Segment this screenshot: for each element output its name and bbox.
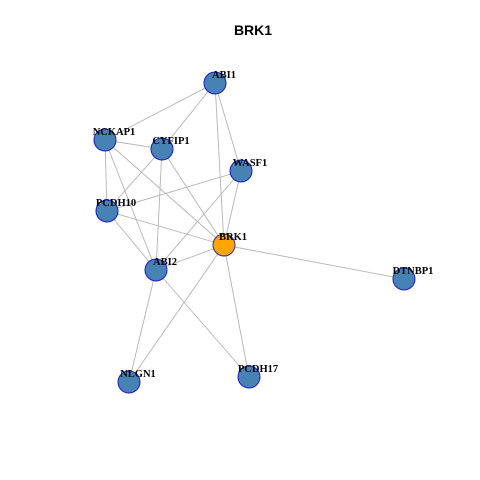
edge-cyfip1-pcdh10 [106, 148, 163, 212]
edge-brk1-pcdh17 [223, 244, 250, 378]
edge-nckap1-brk1 [104, 139, 225, 246]
edge-abi1-nckap1 [104, 82, 216, 141]
node-circle-nlgn1 [117, 370, 141, 394]
node-label-pcdh17: PCDH17 [238, 364, 278, 375]
node-pcdh17: PCDH17 [237, 364, 278, 389]
node-label-nlgn1: NLGN1 [120, 369, 156, 380]
edge-abi1-wasf1 [214, 82, 242, 172]
node-circle-abi2 [144, 258, 168, 282]
edge-abi2-pcdh17 [155, 269, 250, 378]
edge-nckap1-abi2 [104, 139, 157, 271]
edge-nckap1-pcdh10 [104, 139, 108, 212]
node-label-wasf1: WASF1 [233, 158, 267, 169]
edge-layer [104, 82, 405, 383]
edge-brk1-nlgn1 [128, 244, 225, 383]
node-circle-pcdh17 [237, 365, 261, 389]
node-circle-brk1 [212, 233, 236, 257]
edge-wasf1-brk1 [223, 170, 242, 246]
node-label-abi1: ABI1 [212, 70, 236, 81]
node-label-pcdh10: PCDH10 [96, 198, 136, 209]
node-circle-wasf1 [229, 159, 253, 183]
node-label-nckap1: NCKAP1 [93, 127, 136, 138]
node-label-cyfip1: CYFIP1 [152, 136, 189, 147]
node-abi1: ABI1 [203, 70, 236, 95]
node-label-abi2: ABI2 [153, 257, 177, 268]
edge-abi2-nlgn1 [128, 269, 157, 383]
node-wasf1: WASF1 [229, 158, 267, 183]
node-circle-abi1 [203, 71, 227, 95]
edge-cyfip1-abi2 [155, 148, 163, 271]
edge-abi1-cyfip1 [161, 82, 216, 150]
node-label-dtnbp1: DTNBP1 [393, 266, 434, 277]
edge-abi1-brk1 [214, 82, 225, 246]
graph-title: BRK1 [234, 22, 272, 38]
node-dtnbp1: DTNBP1 [392, 266, 434, 291]
node-circle-nckap1 [93, 128, 117, 152]
edge-cyfip1-brk1 [161, 148, 225, 246]
edge-wasf1-pcdh10 [106, 170, 242, 212]
node-cyfip1: CYFIP1 [150, 136, 190, 161]
node-brk1: BRK1 [212, 232, 247, 257]
node-label-brk1: BRK1 [219, 232, 247, 243]
node-layer: ABI1NCKAP1CYFIP1WASF1PCDH10BRK1ABI2DTNBP… [93, 70, 434, 394]
node-circle-dtnbp1 [392, 267, 416, 291]
edge-wasf1-abi2 [155, 170, 242, 271]
node-circle-pcdh10 [95, 199, 119, 223]
node-circle-cyfip1 [150, 137, 174, 161]
edge-brk1-abi2 [155, 244, 225, 271]
node-abi2: ABI2 [144, 257, 177, 282]
edge-pcdh10-abi2 [106, 210, 157, 271]
edge-brk1-dtnbp1 [223, 244, 405, 280]
edge-pcdh10-brk1 [106, 210, 225, 246]
node-pcdh10: PCDH10 [95, 198, 136, 223]
node-nlgn1: NLGN1 [117, 369, 156, 394]
node-nckap1: NCKAP1 [93, 127, 136, 152]
